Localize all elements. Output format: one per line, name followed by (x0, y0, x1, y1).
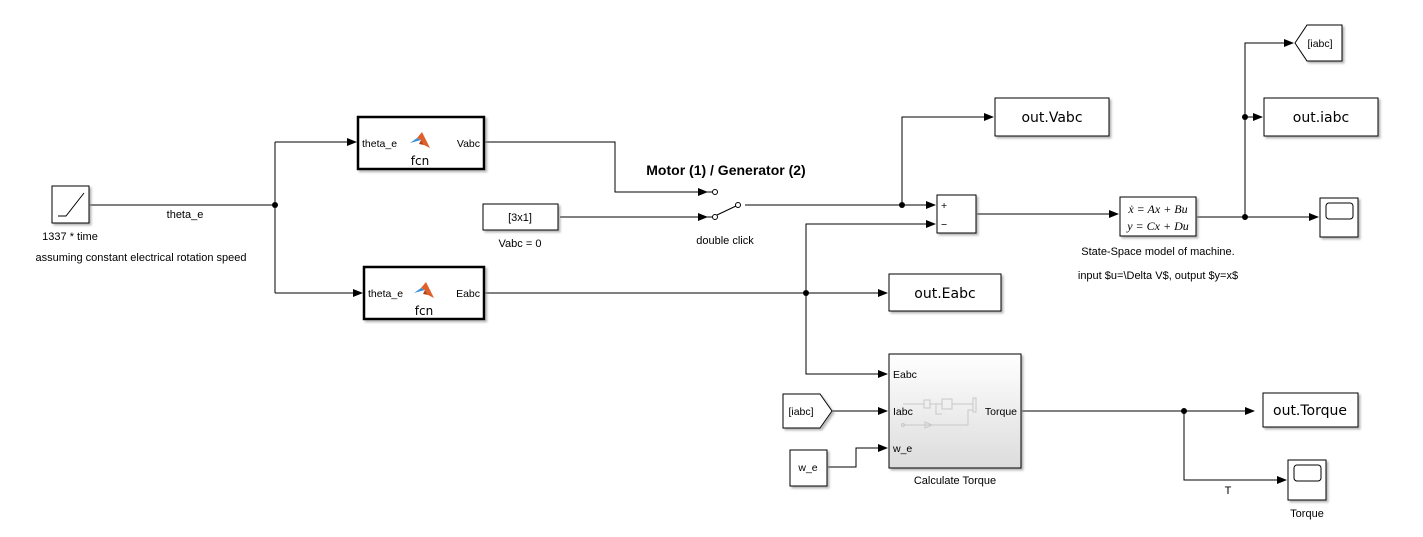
scope-icon (1325, 202, 1354, 220)
port-in-eabc: Eabc (893, 369, 917, 381)
port-in-iabc: Iabc (893, 406, 913, 418)
from-iabc[interactable]: [iabc] (782, 393, 833, 429)
port-in-label: theta_e (362, 138, 397, 150)
matlab-function-eabc[interactable]: theta_e Eabc fcn (362, 265, 486, 321)
switch-lever-icon (716, 205, 737, 216)
junction-dot (899, 202, 905, 208)
constant-block[interactable]: [3x1] (482, 203, 559, 231)
wires (90, 39, 1319, 484)
to-workspace-torque[interactable]: out.Torque (1262, 392, 1359, 428)
switch-output-contact (735, 202, 741, 208)
wire-to-out-vabc[interactable] (901, 113, 994, 205)
from-tag: w_e (797, 462, 817, 474)
state-eq: ẋ = Ax + Bu (1127, 202, 1187, 216)
port-out-label: Vabc (457, 138, 480, 150)
port-in-label: theta_e (368, 288, 403, 300)
junction-dot (272, 202, 278, 208)
constant-value: [3x1] (508, 212, 532, 224)
goto-tag: [iabc] (1307, 38, 1332, 50)
block-label: out.Torque (1273, 403, 1347, 419)
to-workspace-vabc[interactable]: out.Vabc (994, 97, 1110, 137)
scope-torque-label: Torque (1290, 508, 1324, 520)
subsystem-label: Calculate Torque (914, 475, 996, 487)
wire-eabc-to-subsystem[interactable] (805, 293, 888, 378)
block-label: out.Eabc (914, 286, 975, 302)
switch-label: double click (696, 235, 754, 247)
scope-icon (1293, 464, 1322, 482)
fcn-name: fcn (415, 304, 433, 318)
state-space-block[interactable]: ẋ = Ax + Bu y = Cx + Du (1119, 196, 1197, 237)
motor-generator-annotation: Motor (1) / Generator (2) (646, 162, 805, 178)
block-label: out.Vabc (1021, 110, 1082, 126)
matlab-logo-icon (414, 282, 434, 298)
matlab-logo-icon (410, 132, 430, 148)
wire-from-we[interactable] (828, 444, 888, 468)
junction-dot (1242, 214, 1248, 220)
switch-contact-1 (712, 189, 718, 195)
wire-eabc-to-sum[interactable] (805, 220, 936, 293)
signal-label-T: T (1225, 485, 1232, 497)
ramp-label: 1337 * time (42, 231, 98, 243)
junction-dot (1242, 114, 1248, 120)
from-tag: [iabc] (788, 406, 813, 418)
scope-torque[interactable] (1287, 459, 1327, 501)
port-out-label: Eabc (456, 288, 480, 300)
junctions (272, 114, 1248, 414)
ramp-block[interactable] (51, 185, 90, 224)
scope-iabc[interactable] (1319, 197, 1359, 238)
from-we[interactable]: w_e (789, 449, 828, 487)
manual-switch[interactable] (707, 189, 741, 220)
ramp-icon (58, 192, 85, 217)
sum-block[interactable]: + − (936, 194, 977, 234)
ramp-note: assuming constant electrical rotation sp… (36, 252, 247, 264)
to-workspace-eabc[interactable]: out.Eabc (888, 273, 1002, 312)
matlab-function-vabc[interactable]: theta_e Vabc fcn (356, 115, 486, 171)
subsystem-preview-icon (901, 397, 977, 429)
port-in-we: w_e (892, 443, 912, 455)
goto-iabc[interactable]: [iabc] (1294, 24, 1343, 62)
sum-minus-sign: − (941, 219, 947, 231)
calculate-torque-subsystem[interactable]: Eabc Iabc w_e Torque (888, 353, 1022, 469)
sum-plus-sign: + (941, 200, 947, 212)
wire-torque-to-scope[interactable] (1183, 411, 1287, 484)
wire-vabc-to-switch[interactable] (485, 141, 708, 196)
wire-to-goto-iabc[interactable] (1244, 39, 1294, 217)
constant-label: Vabc = 0 (499, 238, 542, 250)
to-workspace-iabc[interactable]: out.iabc (1263, 97, 1379, 137)
junction-dot (1181, 408, 1187, 414)
output-eq: y = Cx + Du (1126, 219, 1189, 233)
port-out-torque: Torque (985, 406, 1017, 418)
state-space-note: input $u=\Delta V$, output $y=x$ (1078, 270, 1238, 282)
signal-label-theta: theta_e (167, 209, 204, 221)
junction-dot (803, 290, 809, 296)
block-label: out.iabc (1293, 110, 1349, 126)
fcn-name: fcn (411, 154, 429, 168)
state-space-label: State-Space model of machine. (1081, 246, 1234, 258)
switch-contact-2 (712, 214, 718, 220)
